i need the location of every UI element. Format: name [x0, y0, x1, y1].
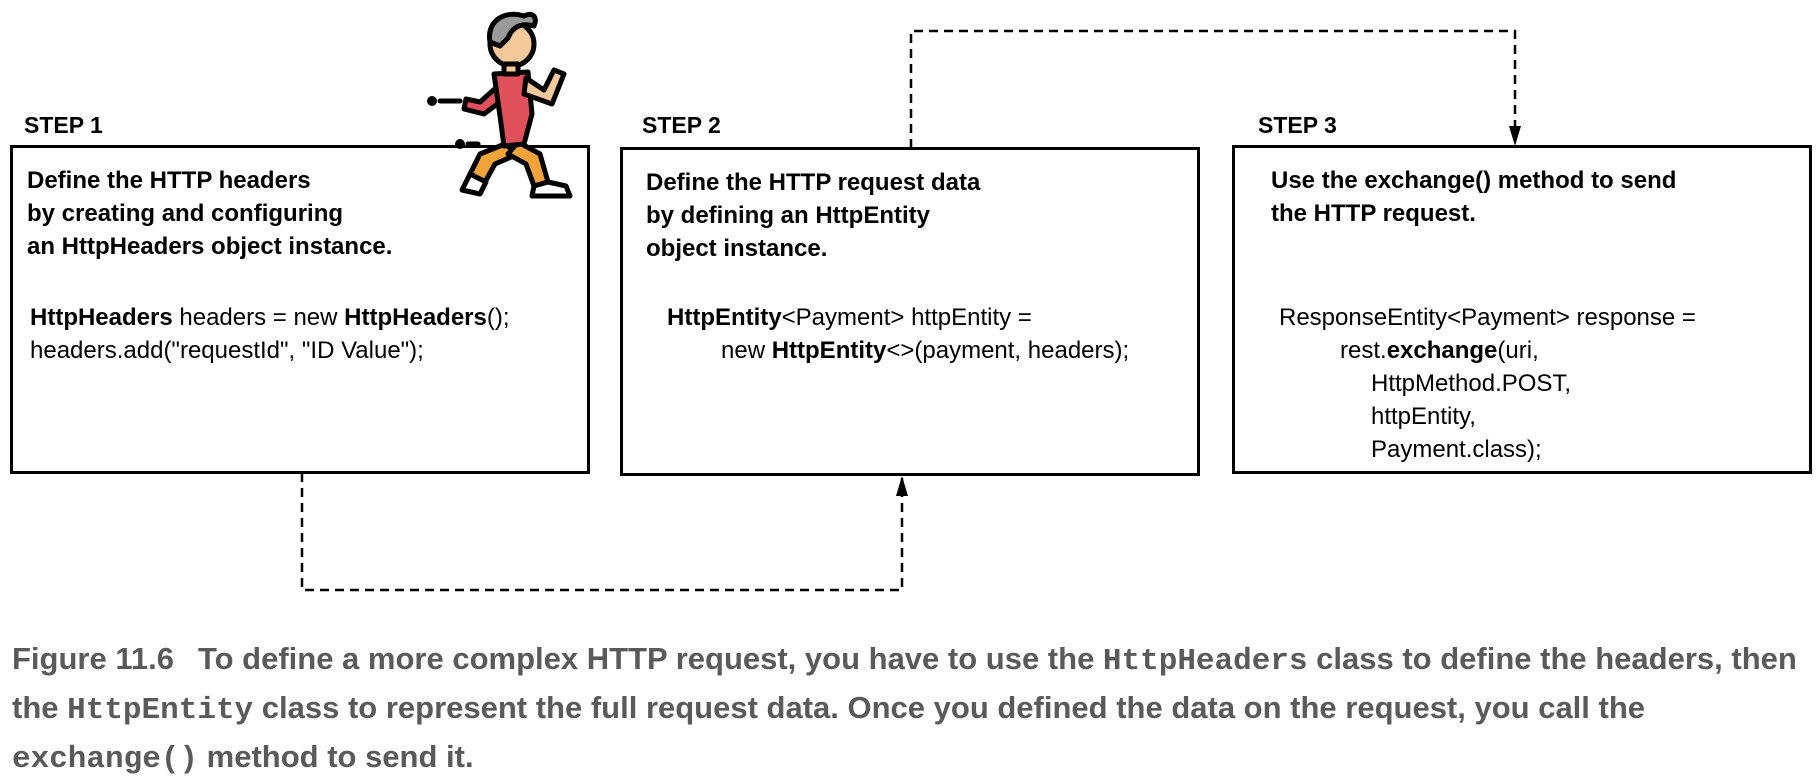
code-line: HttpMethod.POST, [1371, 370, 1572, 397]
running-person-icon [427, 11, 573, 199]
step-2-desc-line: object instance. [646, 235, 828, 262]
step-2-desc-line: Define the HTTP request data [646, 169, 981, 196]
code-line: Payment.class); [1371, 436, 1542, 463]
step-3-box: Use the exchange() method to send the HT… [1232, 145, 1812, 474]
code-line: new HttpEntity<>(payment, headers); [721, 337, 1130, 364]
arrow-step1-to-step2 [300, 473, 904, 592]
step-3-desc-line: the HTTP request. [1271, 200, 1476, 227]
step-3-code: ResponseEntity<Payment> response = rest.… [1279, 301, 1696, 466]
step-1-desc-line: an HttpHeaders object instance. [27, 233, 393, 260]
code-line: HttpEntity<Payment> httpEntity = [667, 304, 1032, 331]
step-1-description: Define the HTTP headers by creating and … [27, 164, 392, 263]
step-1-code: HttpHeaders headers = new HttpHeaders();… [30, 301, 510, 367]
figure-number: Figure 11.6 [12, 641, 174, 676]
step-2-code: HttpEntity<Payment> httpEntity = new Htt… [667, 301, 1129, 367]
figure-caption: Figure 11.6 To define a more complex HTTP… [12, 636, 1812, 783]
step-1-label: STEP 1 [24, 112, 103, 138]
caption-code: HttpHeaders [1102, 644, 1308, 679]
step-3-description: Use the exchange() method to send the HT… [1271, 164, 1676, 230]
caption-code: exchange() [12, 742, 199, 777]
step-2-box: Define the HTTP request data by defining… [620, 147, 1200, 476]
code-line: rest.exchange(uri, [1340, 337, 1539, 364]
step-2-description: Define the HTTP request data by defining… [646, 166, 980, 265]
step-1-desc-line: by creating and configuring [27, 200, 344, 227]
caption-text: class to represent the full request data… [253, 690, 1646, 725]
caption-text: To define a more complex HTTP request, y… [197, 641, 1103, 676]
step-3-label: STEP 3 [1258, 112, 1337, 138]
step-1-desc-line: Define the HTTP headers [27, 167, 311, 194]
step-3-desc-line: Use the exchange() method to send [1271, 167, 1677, 194]
caption-code: HttpEntity [67, 693, 254, 728]
code-line: ResponseEntity<Payment> response = [1279, 304, 1696, 331]
code-line: headers.add("requestId", "ID Value"); [30, 337, 424, 364]
code-line: HttpHeaders headers = new HttpHeaders(); [30, 304, 510, 331]
code-line: httpEntity, [1371, 403, 1476, 430]
caption-text: method to send it. [198, 739, 474, 774]
step-2-label: STEP 2 [642, 112, 721, 138]
step-2-desc-line: by defining an HttpEntity [646, 202, 930, 229]
caption-text: class to define the headers, then the [12, 641, 1797, 725]
step-1-box: Define the HTTP headers by creating and … [10, 145, 590, 474]
arrow-step2-to-step3 [909, 29, 1517, 148]
